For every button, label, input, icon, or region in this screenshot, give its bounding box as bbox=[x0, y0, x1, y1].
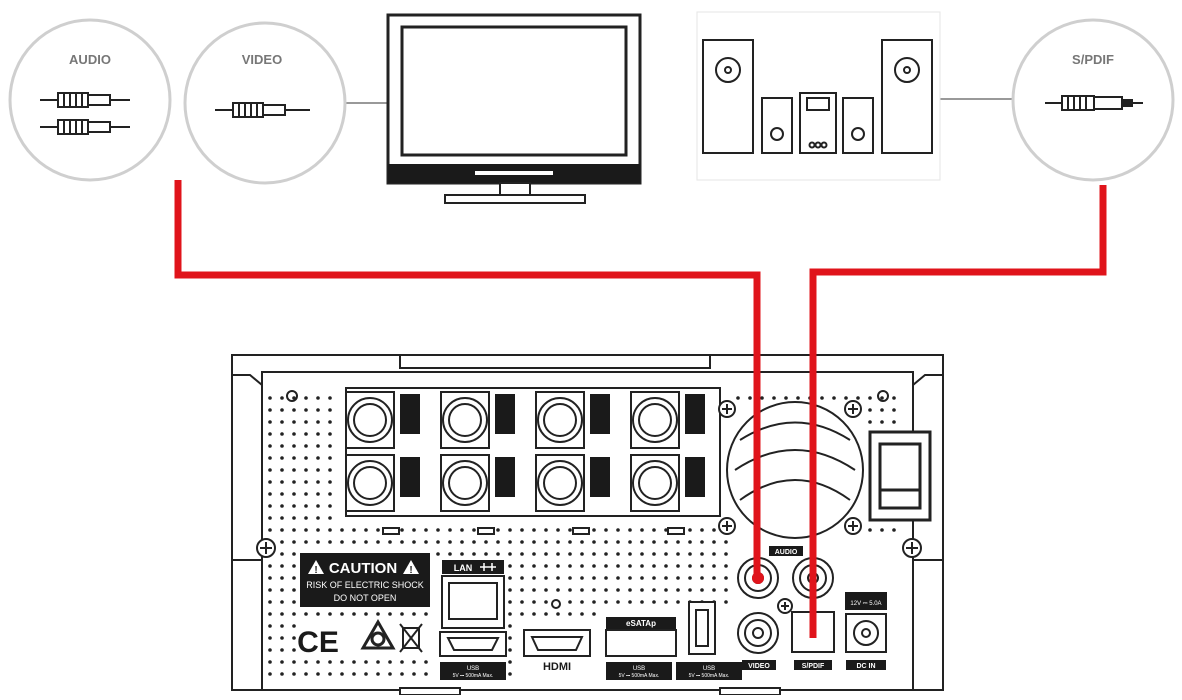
bnc-slot bbox=[477, 527, 495, 535]
svg-text:!: ! bbox=[409, 565, 412, 576]
usb-caption-3-rating: 5V ⎓ 500mA Max. bbox=[689, 673, 730, 679]
bnc-label bbox=[590, 457, 610, 497]
warning-triangle-icon: ! bbox=[308, 560, 324, 576]
bnc-label bbox=[685, 457, 705, 497]
bnc-label bbox=[685, 394, 705, 434]
svg-text:!: ! bbox=[314, 565, 317, 576]
fan-grille bbox=[718, 400, 864, 539]
lan-label: LAN bbox=[454, 563, 473, 573]
spdif-port-label: S/PDIF bbox=[794, 660, 832, 670]
svg-text:CE: CE bbox=[297, 626, 339, 659]
bnc-connector[interactable] bbox=[440, 391, 490, 449]
audio-connector-circle: AUDIO bbox=[8, 18, 172, 182]
hdmi-port[interactable] bbox=[523, 629, 591, 657]
bnc-connector[interactable] bbox=[345, 454, 395, 512]
bnc-slot bbox=[382, 527, 400, 535]
esata-port[interactable]: eSATAp bbox=[605, 617, 677, 657]
esata-label: eSATAp bbox=[626, 619, 656, 628]
video-connector-label: VIDEO bbox=[242, 52, 282, 67]
video-port-label-text: VIDEO bbox=[748, 663, 770, 670]
bnc-label bbox=[495, 394, 515, 434]
bnc-connector[interactable] bbox=[440, 454, 490, 512]
audio-port-label: AUDIO bbox=[769, 546, 803, 556]
usb-port-1[interactable] bbox=[439, 631, 507, 657]
dc-in-label: DC IN bbox=[846, 660, 886, 670]
usb-caption-3-title: USB bbox=[703, 666, 715, 672]
dc-rating-label: 12V ⎓ 5.0A bbox=[845, 592, 887, 610]
usb-caption-3: USB 5V ⎓ 500mA Max. bbox=[676, 662, 742, 680]
panel-screw bbox=[777, 598, 793, 614]
caution-label: ! ! CAUTION RISK OF ELECTRIC SHOCK DO NO… bbox=[300, 553, 430, 607]
usb-caption-1-rating: 5V ⎓ 500mA Max. bbox=[453, 673, 494, 679]
usb-caption-2-title: USB bbox=[633, 666, 645, 672]
bnc-connector[interactable] bbox=[535, 454, 585, 512]
warning-triangle-icon: ! bbox=[403, 560, 419, 576]
reset-hole[interactable] bbox=[551, 599, 561, 609]
audio-cable-plug bbox=[752, 572, 764, 584]
spdif-port-label-text: S/PDIF bbox=[802, 663, 825, 670]
tv-icon bbox=[386, 13, 642, 204]
spdif-connector-label: S/PDIF bbox=[1072, 52, 1114, 67]
side-screw-left bbox=[256, 538, 276, 558]
spdif-connector-circle: S/PDIF bbox=[1011, 18, 1175, 182]
bnc-label bbox=[590, 394, 610, 434]
audio-port-label-text: AUDIO bbox=[775, 549, 798, 556]
usb-caption-2: USB 5V ⎓ 500mA Max. bbox=[606, 662, 672, 680]
bnc-label bbox=[495, 457, 515, 497]
bnc-label bbox=[400, 457, 420, 497]
video-jack[interactable] bbox=[737, 612, 779, 654]
dc-rating-text: 12V ⎓ 5.0A bbox=[850, 601, 881, 607]
ventilation-dots bbox=[268, 396, 896, 676]
caution-line-1: RISK OF ELECTRIC SHOCK bbox=[306, 580, 424, 590]
weee-bin-icon bbox=[399, 623, 423, 653]
power-switch[interactable] bbox=[868, 430, 932, 522]
caution-title: CAUTION bbox=[329, 560, 397, 577]
hdmi-label: HDMI bbox=[543, 661, 571, 673]
spdif-plug-icon bbox=[1045, 95, 1143, 111]
rca-plug-icon bbox=[40, 92, 130, 135]
lan-port[interactable]: LAN bbox=[441, 560, 505, 629]
ce-mark-icon: CE bbox=[297, 626, 339, 659]
bnc-connector[interactable] bbox=[630, 454, 680, 512]
video-port-label: VIDEO bbox=[742, 660, 776, 670]
bnc-label bbox=[400, 394, 420, 434]
caution-line-2: DO NOT OPEN bbox=[334, 593, 397, 603]
dc-in-port[interactable] bbox=[845, 613, 887, 653]
usb-caption-2-rating: 5V ⎓ 500mA Max. bbox=[619, 673, 660, 679]
rca-plug-icon bbox=[215, 102, 310, 118]
media-player-rear-panel: ! ! CAUTION RISK OF ELECTRIC SHOCK DO NO… bbox=[231, 354, 944, 696]
bnc-slot bbox=[667, 527, 685, 535]
bnc-connector[interactable] bbox=[630, 391, 680, 449]
audio-connector-label: AUDIO bbox=[69, 52, 111, 67]
bnc-connector[interactable] bbox=[345, 391, 395, 449]
bnc-slot bbox=[572, 527, 590, 535]
usb-caption-1: USB 5V ⎓ 500mA Max. bbox=[440, 662, 506, 680]
video-connector-circle: VIDEO bbox=[183, 21, 347, 185]
side-screw-right bbox=[902, 538, 922, 558]
usb-caption-1-title: USB bbox=[467, 666, 479, 672]
bnc-connector[interactable] bbox=[535, 391, 585, 449]
recycle-icon bbox=[360, 618, 396, 650]
audio-video-cable bbox=[174, 180, 761, 575]
usb-port-2[interactable] bbox=[688, 601, 716, 655]
bnc-connectors bbox=[345, 391, 705, 535]
spdif-cable bbox=[809, 185, 1107, 638]
network-icon bbox=[480, 563, 496, 571]
speaker-system-icon bbox=[696, 11, 941, 181]
dc-in-label-text: DC IN bbox=[856, 663, 875, 670]
